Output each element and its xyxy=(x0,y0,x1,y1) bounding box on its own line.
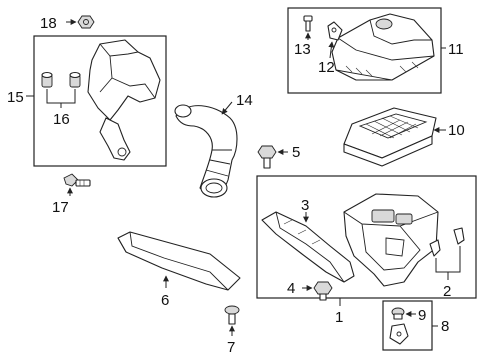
callout-9: 9 xyxy=(418,307,426,324)
intake-hose-part-14 xyxy=(174,104,238,198)
clip-part-2b xyxy=(453,227,465,245)
air-filter-part-10 xyxy=(343,107,437,167)
air-deflector-part-6 xyxy=(117,231,241,291)
grommet-part-9 xyxy=(391,307,405,320)
clamp-part-12 xyxy=(327,21,343,41)
bolt-part-17 xyxy=(63,173,91,187)
callout-2: 2 xyxy=(443,283,451,300)
callout-1: 1 xyxy=(335,309,343,326)
callout-13: 13 xyxy=(294,41,311,58)
air-cleaner-body-part-1 xyxy=(343,193,439,287)
callout-7: 7 xyxy=(227,339,235,356)
screw-part-13 xyxy=(303,15,313,32)
retainer-part-8 xyxy=(389,323,409,345)
box-resonator-group xyxy=(33,35,167,167)
callout-12: 12 xyxy=(318,59,335,76)
resonator-part-15 xyxy=(87,39,161,161)
callout-5: 5 xyxy=(292,144,300,161)
push-nut-part-18 xyxy=(77,15,95,29)
callout-4: 4 xyxy=(287,280,295,297)
grommet-part-16a xyxy=(41,71,53,88)
air-cleaner-cover-part-11 xyxy=(331,13,435,81)
screw-part-7 xyxy=(224,305,240,325)
box-lower-housing-group xyxy=(256,175,477,299)
box-upper-cover-group xyxy=(287,7,442,94)
clip-part-2a xyxy=(429,239,441,257)
screw-part-4 xyxy=(313,281,333,301)
callout-6: 6 xyxy=(161,292,169,309)
callout-14: 14 xyxy=(236,92,253,109)
callout-16: 16 xyxy=(53,111,70,128)
callout-18: 18 xyxy=(40,15,57,32)
callout-17: 17 xyxy=(52,199,69,216)
callout-8: 8 xyxy=(441,318,449,335)
grommet-part-16b xyxy=(69,71,81,88)
screw-part-5 xyxy=(257,145,277,169)
callout-10: 10 xyxy=(448,122,465,139)
callout-3: 3 xyxy=(301,197,309,214)
callout-11: 11 xyxy=(448,41,464,58)
inlet-duct-part-3 xyxy=(261,211,355,283)
callout-15: 15 xyxy=(7,89,24,106)
